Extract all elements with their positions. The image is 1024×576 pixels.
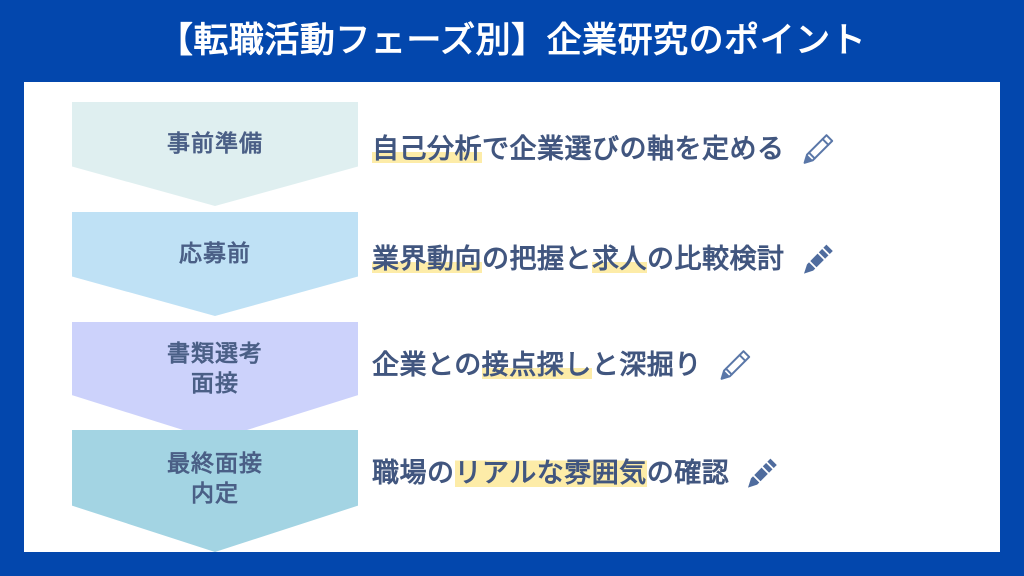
pencil-filled-icon xyxy=(741,454,781,494)
phase-label: 書類選考 面接 xyxy=(167,340,263,397)
phase-point-text: 自己分析で企業選びの軸を定める xyxy=(372,134,785,165)
phase-point-4: 職場のリアルな雰囲気の確認 xyxy=(372,438,781,510)
pencil-outline-icon xyxy=(797,130,837,170)
phase-point-text: 企業との接点探しと深掘り xyxy=(372,350,702,381)
content-panel: 事前準備 自己分析で企業選びの軸を定める xyxy=(24,82,1000,552)
pencil-filled-icon xyxy=(797,240,837,280)
phase-row: 応募前 業界動向の把握と求人の比較検討 xyxy=(24,212,1000,320)
phase-row: 事前準備 自己分析で企業選びの軸を定める xyxy=(24,102,1000,210)
pencil-outline-icon xyxy=(714,346,754,386)
phase-point-text: 職場のリアルな雰囲気の確認 xyxy=(372,458,730,489)
phase-label: 最終面接 内定 xyxy=(167,450,263,507)
phase-label: 応募前 xyxy=(179,240,251,266)
phase-chevron-1[interactable]: 事前準備 xyxy=(72,102,358,206)
phase-chevron-2[interactable]: 応募前 xyxy=(72,212,358,316)
phase-point-text: 業界動向の把握と求人の比較検討 xyxy=(372,244,785,275)
phase-label: 事前準備 xyxy=(167,130,263,156)
phase-point-1: 自己分析で企業選びの軸を定める xyxy=(372,114,837,186)
phase-chevron-3[interactable]: 書類選考 面接 xyxy=(72,322,358,440)
phase-point-3: 企業との接点探しと深掘り xyxy=(372,330,754,402)
page-title: 【転職活動フェーズ別】企業研究のポイント xyxy=(157,20,867,60)
phase-chevron-4[interactable]: 最終面接 内定 xyxy=(72,430,358,552)
phase-point-2: 業界動向の把握と求人の比較検討 xyxy=(372,224,837,296)
phase-row: 書類選考 面接 企業との接点探しと深掘り xyxy=(24,322,1000,440)
slide-title-bar: 【転職活動フェーズ別】企業研究のポイント xyxy=(0,0,1024,82)
phase-row: 最終面接 内定 職場のリアルな雰囲気の確認 xyxy=(24,430,1000,552)
